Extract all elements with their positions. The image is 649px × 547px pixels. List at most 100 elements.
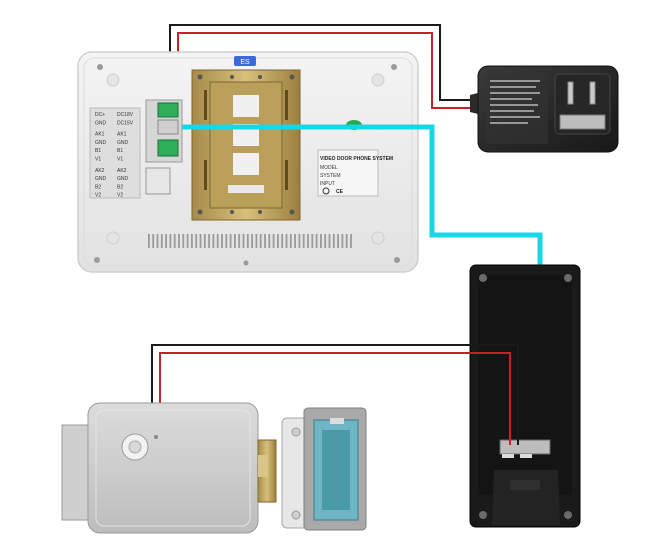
electric-lock <box>61 402 277 534</box>
door-connector-2 <box>157 139 179 157</box>
screw-icon <box>97 64 103 70</box>
vent-slot <box>281 234 284 248</box>
terminal-label: DC+ <box>95 112 105 118</box>
terminal-label: AK2 <box>95 168 105 174</box>
vent-slot <box>259 234 262 248</box>
terminal-label: DC18V <box>117 112 134 118</box>
vent-slot <box>221 234 223 248</box>
vent-slot <box>251 234 253 248</box>
vent-slot <box>169 234 172 248</box>
vent-slot <box>320 234 322 248</box>
sticker-model: MODEL <box>320 165 338 171</box>
vent-slot <box>186 234 189 248</box>
terminal-label: AK1 <box>95 132 105 138</box>
terminal-label: B1 <box>95 148 101 154</box>
vent-slots <box>148 234 352 248</box>
vent-slot <box>324 234 327 248</box>
vent-slot <box>268 234 271 248</box>
power-connector <box>157 102 179 118</box>
power-adapter <box>470 65 619 153</box>
black-wire-lock <box>151 344 519 445</box>
screw-icon <box>479 511 487 519</box>
screw-icon <box>391 64 397 70</box>
vent-slot <box>246 234 249 248</box>
vent-slot <box>173 234 176 248</box>
vent-slot <box>148 234 150 248</box>
vent-slot <box>191 234 193 248</box>
vent-slot <box>294 234 296 248</box>
terminal-label: AK2 <box>117 168 127 174</box>
vent-slot <box>208 234 210 248</box>
vent-slot <box>178 234 180 248</box>
svg-text:CE: CE <box>336 189 344 195</box>
vent-slot <box>350 234 352 248</box>
outdoor-camera-unit <box>469 264 581 528</box>
door-connector-1 <box>157 119 179 135</box>
vent-slot <box>152 234 155 248</box>
terminal-label: V1 <box>95 157 101 163</box>
screw-icon <box>243 260 249 266</box>
vent-slot <box>238 234 241 248</box>
vent-slot <box>255 234 258 248</box>
strike-plate <box>281 407 367 531</box>
screw-icon <box>564 274 572 282</box>
camera-connector <box>499 439 551 455</box>
vent-slot <box>216 234 219 248</box>
vent-slot <box>156 234 159 248</box>
terminal-label: GND <box>95 140 107 146</box>
vent-slot <box>285 234 288 248</box>
vent-slot <box>199 234 202 248</box>
screw-icon <box>94 257 100 263</box>
vent-slot <box>165 234 167 248</box>
terminal-label: V2 <box>95 193 101 199</box>
vent-slot <box>195 234 198 248</box>
screw-icon <box>564 511 572 519</box>
screw-icon <box>479 274 487 282</box>
vent-slot <box>234 234 236 248</box>
vent-slot <box>311 234 314 248</box>
vent-slot <box>182 234 185 248</box>
vent-slot <box>272 234 275 248</box>
terminal-label: B2 <box>117 184 123 190</box>
vent-slot <box>307 234 309 248</box>
terminal-label: V1 <box>117 157 123 163</box>
brand-badge-text: ES <box>240 59 250 66</box>
vent-slot <box>229 234 232 248</box>
vent-slot <box>242 234 245 248</box>
plug-prong <box>567 81 574 105</box>
vent-slot <box>264 234 266 248</box>
vent-slot <box>315 234 318 248</box>
vent-slot <box>302 234 305 248</box>
sticker-system: SYSTEM <box>320 173 341 179</box>
red-wire-lock <box>159 352 511 445</box>
screw-icon <box>394 257 400 263</box>
vent-slot <box>203 234 206 248</box>
vent-slot <box>160 234 163 248</box>
terminal-label: GND <box>117 176 129 182</box>
vent-slot <box>289 234 292 248</box>
vent-slot <box>212 234 215 248</box>
vent-slot <box>277 234 279 248</box>
cert-icon <box>322 187 330 195</box>
terminal-label: GND <box>95 120 107 126</box>
sticker-input: INPUT <box>320 181 335 187</box>
terminal-label: AK1 <box>117 132 127 138</box>
vent-slot <box>298 234 301 248</box>
terminal-label: B2 <box>95 184 101 190</box>
rating-sticker: VIDEO DOOR PHONE SYSTEM MODEL SYSTEM INP… <box>317 149 393 197</box>
vent-slot <box>345 234 348 248</box>
terminal-label: B1 <box>117 148 123 154</box>
plug-prong <box>589 81 596 105</box>
vent-slot <box>341 234 344 248</box>
vent-slot <box>332 234 335 248</box>
terminal-label: GND <box>117 140 129 146</box>
vent-slot <box>328 234 331 248</box>
connector-sockets <box>145 99 183 195</box>
sticker-title: VIDEO DOOR PHONE SYSTEM <box>320 156 393 162</box>
terminal-label: V2 <box>117 193 123 199</box>
brand-badge <box>234 56 256 66</box>
terminal-label: GND <box>95 176 107 182</box>
